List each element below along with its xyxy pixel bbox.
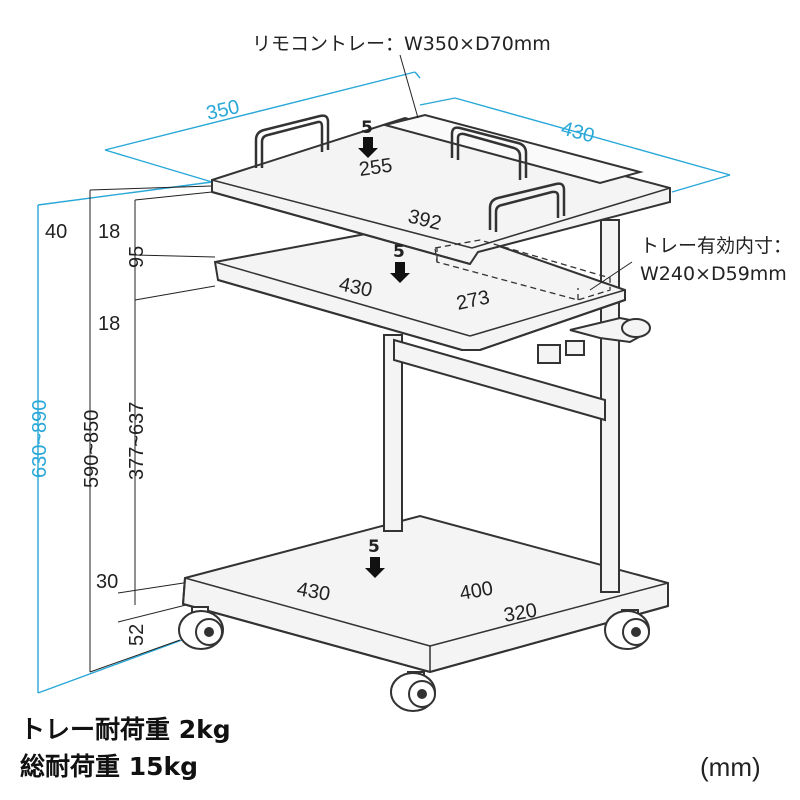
load-mid: 5 xyxy=(393,242,405,262)
dim-rail-18-top: 18 xyxy=(98,221,120,243)
handle-rails xyxy=(254,114,566,232)
support-posts xyxy=(383,219,620,593)
dim-gap-95: 95 xyxy=(126,246,148,268)
unit-label: (mm) xyxy=(700,752,761,782)
caster-right xyxy=(604,609,650,650)
dim-height-mid: 377~637 xyxy=(126,402,148,480)
dim-rail-18-mid: 18 xyxy=(98,313,120,335)
dim-top-inner-width: 255 xyxy=(358,155,394,181)
remote-tray-callout: リモコントレー：W350×D70mm xyxy=(252,33,551,55)
outer-dimension-lines xyxy=(37,71,731,694)
caster-front-center xyxy=(390,671,436,712)
arrow-down-icon xyxy=(365,557,385,578)
tray-inner-callout-line1: トレー有効内寸： xyxy=(640,235,792,257)
load-arrows xyxy=(358,137,410,578)
inner-dimension-lines xyxy=(89,185,216,673)
hidden-tray-outline xyxy=(434,239,611,301)
dim-height-top: 590~850 xyxy=(81,410,103,488)
dim-base-52: 52 xyxy=(126,624,148,646)
middle-shelf xyxy=(213,220,651,364)
total-load-text: 総耐荷重 15kg xyxy=(20,752,199,781)
dim-top-width: 350 xyxy=(204,96,241,125)
top-shelf xyxy=(211,113,671,266)
dim-height-total: 630~890 xyxy=(29,400,51,478)
caster-front-left xyxy=(178,606,224,650)
dim-top-depth: 430 xyxy=(559,118,597,148)
tray-inner-callout-line2: W240×D59mm xyxy=(640,263,787,285)
arrow-down-icon xyxy=(390,262,410,283)
load-top: 5 xyxy=(361,118,373,138)
load-base: 5 xyxy=(368,537,380,557)
dim-base-30: 30 xyxy=(96,571,118,593)
base-shelf xyxy=(181,514,669,674)
caster-wheels xyxy=(178,606,650,712)
tray-load-text: トレー耐荷重 2kg xyxy=(20,715,231,744)
arrow-down-icon xyxy=(358,137,378,158)
dim-rail-40: 40 xyxy=(45,221,67,243)
callout-leaders xyxy=(399,54,633,291)
